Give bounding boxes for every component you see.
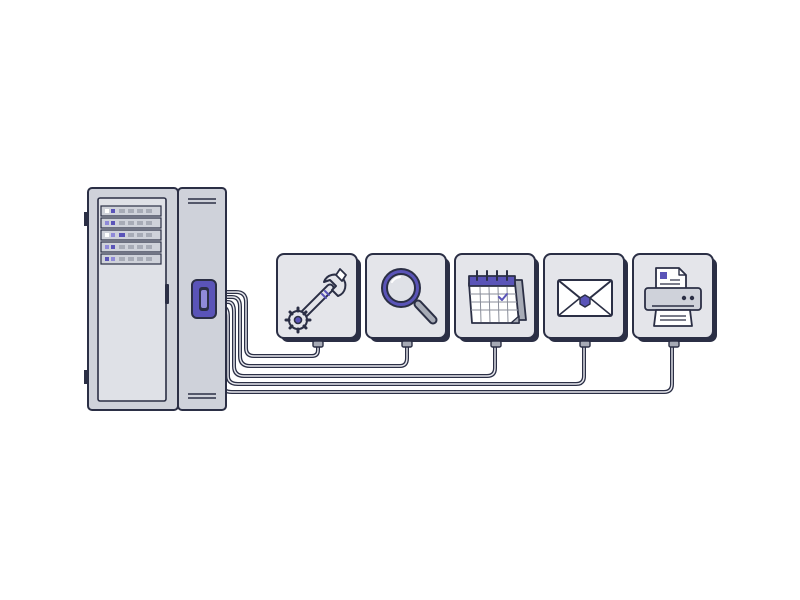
printer-icon [644,267,702,327]
hinge-top [84,212,88,226]
cable-to-search [214,295,409,368]
calendar-icon [468,270,527,324]
server-unit [100,253,162,265]
envelope-icon [557,279,613,317]
server-unit [100,229,162,241]
server-rack-icon [84,187,227,411]
server-unit [100,205,162,217]
magnifier-icon [381,268,438,325]
connector-port-icon [191,279,217,319]
tile-printer [632,253,717,348]
server-unit [100,217,162,229]
service-tiles [276,253,717,348]
server-unit [100,241,162,253]
tile-calendar [454,253,539,348]
door-handle-icon [165,284,169,304]
tile-mail [543,253,628,348]
tile-search [365,253,450,348]
cable-to-tools [214,290,320,358]
server-units [100,205,162,265]
cable-to-calendar [214,300,497,378]
side-vents-bottom [188,393,216,399]
wrench-gear-icon [284,268,347,334]
tile-tools [276,253,361,348]
side-vents-top [188,198,216,204]
hinge-bottom [84,370,88,384]
